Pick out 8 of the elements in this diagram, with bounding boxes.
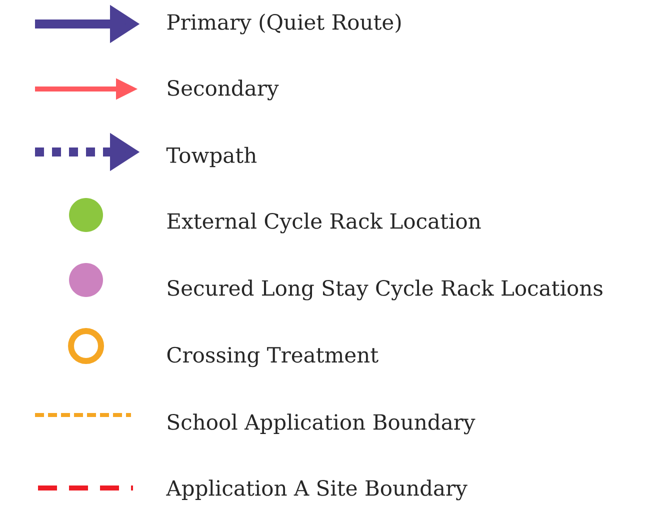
- legend-label: Crossing Treatment: [167, 346, 378, 368]
- legend-label: Towpath: [166, 146, 257, 168]
- legend-label: Secondary: [168, 80, 279, 100]
- legend-label: Secured Long Stay Cycle Rack Locations: [168, 280, 602, 300]
- legend-label: External Cycle Rack Location: [167, 212, 481, 234]
- legend-label: Primary (Quiet Route): [167, 14, 401, 34]
- legend-label: Application A Site Boundary: [166, 480, 468, 500]
- legend-label: School Application Boundary: [168, 414, 476, 434]
